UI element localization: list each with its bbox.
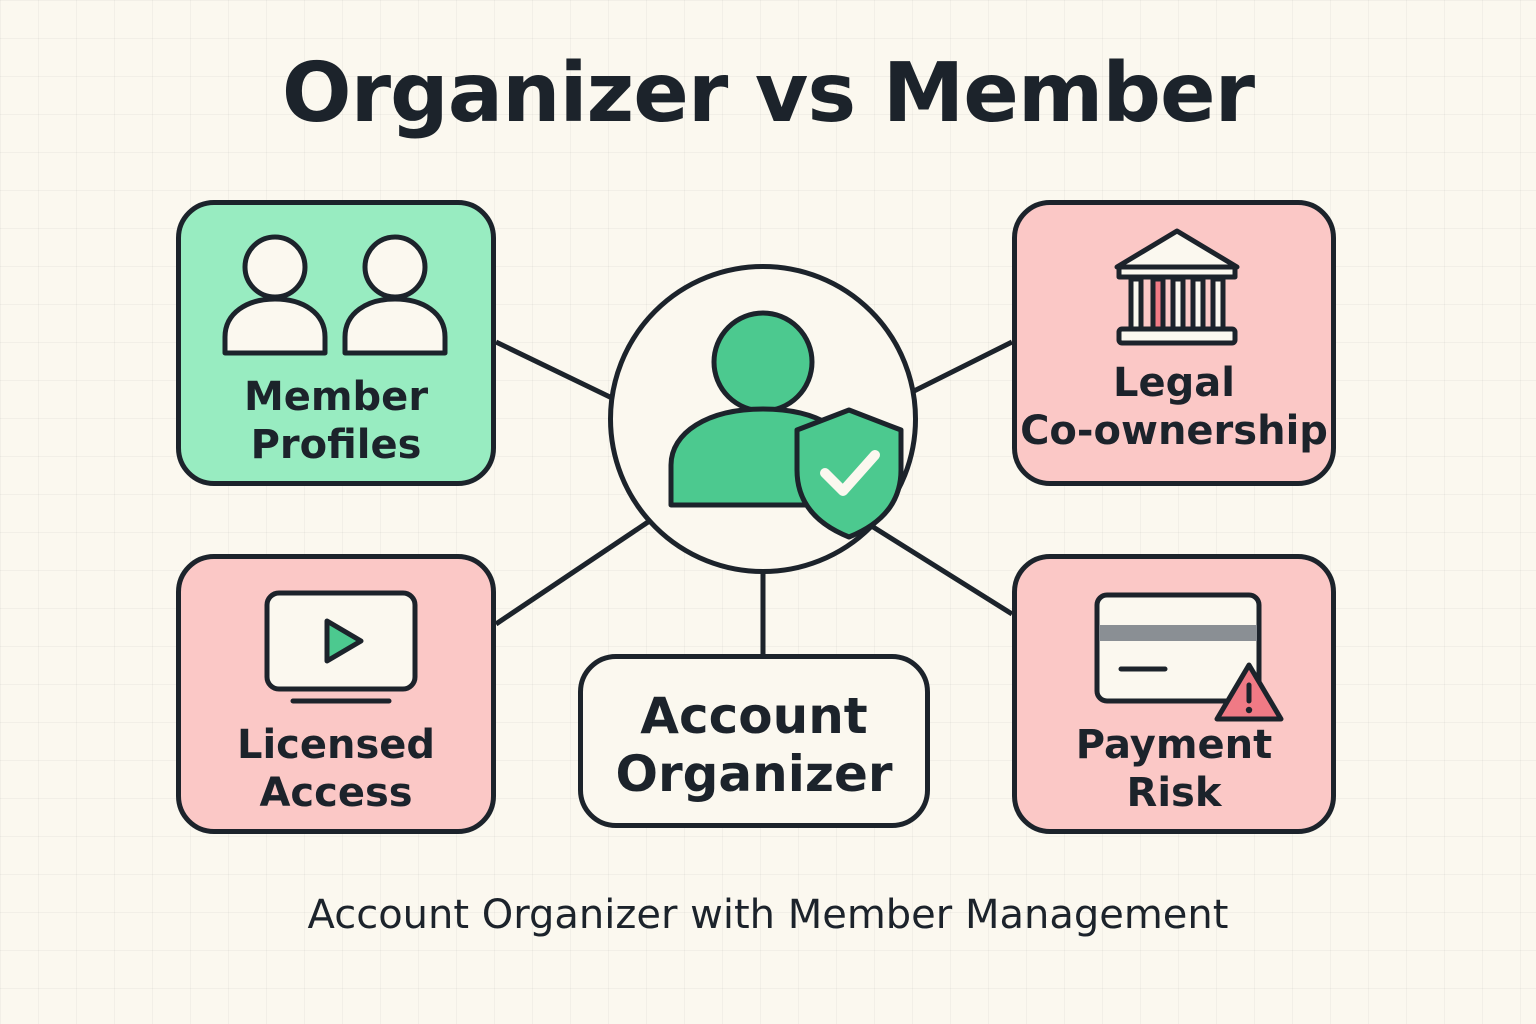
- diagram-caption: Account Organizer with Member Management: [307, 892, 1229, 938]
- connector-legal-coownership: [910, 339, 1014, 395]
- user-shield-check-icon: [668, 310, 904, 540]
- payment-risk-line1: Payment: [1075, 722, 1273, 768]
- account-organizer-label: Account Organizer: [583, 687, 925, 803]
- video-play-screen-icon: [264, 590, 418, 704]
- page-title: Organizer vs Member: [281, 46, 1255, 141]
- member-profiles-line1: Member: [243, 374, 429, 420]
- account-organizer-card: Account Organizer: [578, 654, 930, 828]
- connector-licensed-access: [494, 519, 650, 627]
- payment-risk-line2: Risk: [1126, 770, 1222, 816]
- legal-coownership-line1: Legal: [1113, 360, 1235, 406]
- payment-risk-label: Payment Risk: [1017, 721, 1331, 817]
- member-profiles-card: Member Profiles: [176, 200, 496, 486]
- account-organizer-line2: Organizer: [615, 745, 893, 803]
- credit-card-warning-icon: [1094, 592, 1284, 722]
- connector-member-profiles: [494, 339, 614, 401]
- two-users-icon: [222, 234, 448, 356]
- member-profiles-line2: Profiles: [250, 422, 422, 468]
- connector-payment-risk: [868, 522, 1014, 617]
- licensed-access-card: Licensed Access: [176, 554, 496, 834]
- licensed-access-line2: Access: [259, 770, 413, 816]
- legal-coownership-card: Legal Co-ownership: [1012, 200, 1336, 486]
- legal-coownership-label: Legal Co-ownership: [1017, 359, 1331, 455]
- licensed-access-line1: Licensed: [236, 722, 436, 768]
- member-profiles-label: Member Profiles: [181, 373, 491, 469]
- account-organizer-line1: Account: [640, 687, 868, 745]
- licensed-access-label: Licensed Access: [181, 721, 491, 817]
- organizer-hub-circle: [608, 264, 918, 574]
- legal-coownership-line2: Co-ownership: [1020, 408, 1328, 454]
- bank-building-icon: [1114, 228, 1240, 346]
- payment-risk-card: Payment Risk: [1012, 554, 1336, 834]
